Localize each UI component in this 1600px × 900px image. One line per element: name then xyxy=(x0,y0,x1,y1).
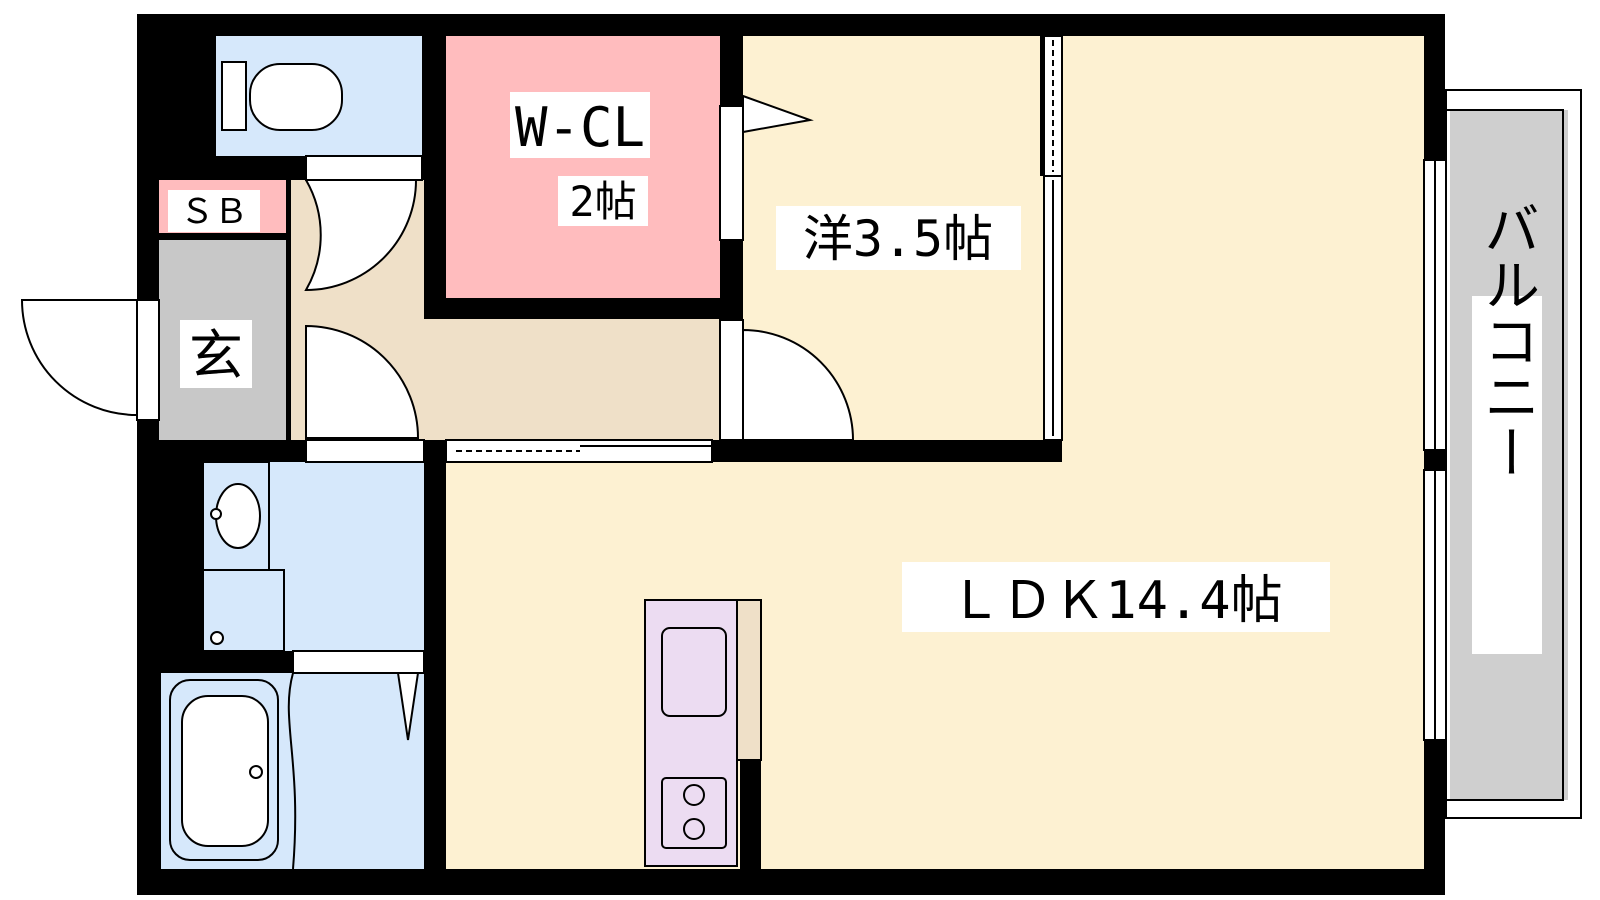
kitchen-wall xyxy=(740,760,761,869)
closet-floor xyxy=(446,36,720,298)
closet-size-label: 2帖 xyxy=(569,177,636,226)
closet-bottom-wall xyxy=(424,298,724,319)
washbasin-tap xyxy=(210,508,222,520)
washbasin-bowl xyxy=(215,483,261,549)
burner-2-icon xyxy=(683,818,705,840)
bathtub-drain-icon xyxy=(249,765,263,779)
closet-right-wall xyxy=(720,36,743,106)
drain-icon xyxy=(210,631,224,645)
entrance-label: 玄 xyxy=(189,324,243,387)
closet-left-wall xyxy=(424,36,446,319)
corridor-bottom-wall xyxy=(137,440,287,462)
toilet-door-gap xyxy=(305,155,423,181)
wet-area-right-wall xyxy=(424,440,446,869)
wash-door-gap xyxy=(305,439,425,463)
wash-door-swing xyxy=(305,324,420,439)
kitchen-backsplash xyxy=(736,599,762,761)
burner-1-icon xyxy=(683,784,705,806)
closet-door-leaf xyxy=(742,94,814,134)
closet-right-wall-lower xyxy=(720,240,743,320)
closet-name-label: W-CL xyxy=(515,96,645,159)
front-door-gap xyxy=(136,299,160,421)
western-door-gap xyxy=(719,319,744,441)
toilet-door-swing xyxy=(304,179,418,292)
bathtub-inner xyxy=(181,695,269,847)
washroom-left-wall xyxy=(159,462,203,651)
shower-curtain xyxy=(287,672,297,870)
toilet-bottom-wall xyxy=(216,156,306,180)
western-door-swing xyxy=(742,328,855,441)
balcony-label: バルコニー xyxy=(1475,200,1540,480)
bath-door-leaf xyxy=(396,672,420,741)
western-room-bottom-wall xyxy=(712,440,1062,462)
ldk-label: ＬＤＫ14.4帖 xyxy=(949,571,1282,631)
toilet-tank xyxy=(221,61,247,131)
front-door-swing xyxy=(20,299,138,417)
stove-top xyxy=(661,777,727,849)
shoe-box-label: ＳＢ xyxy=(180,192,248,232)
closet-door-gap xyxy=(719,105,744,241)
kitchen-sink xyxy=(661,627,727,717)
bath-door-gap xyxy=(292,650,425,674)
western-room-label: 洋3.5帖 xyxy=(803,210,993,268)
balcony-railing-inner xyxy=(1445,109,1564,801)
toilet-seat xyxy=(249,63,343,131)
